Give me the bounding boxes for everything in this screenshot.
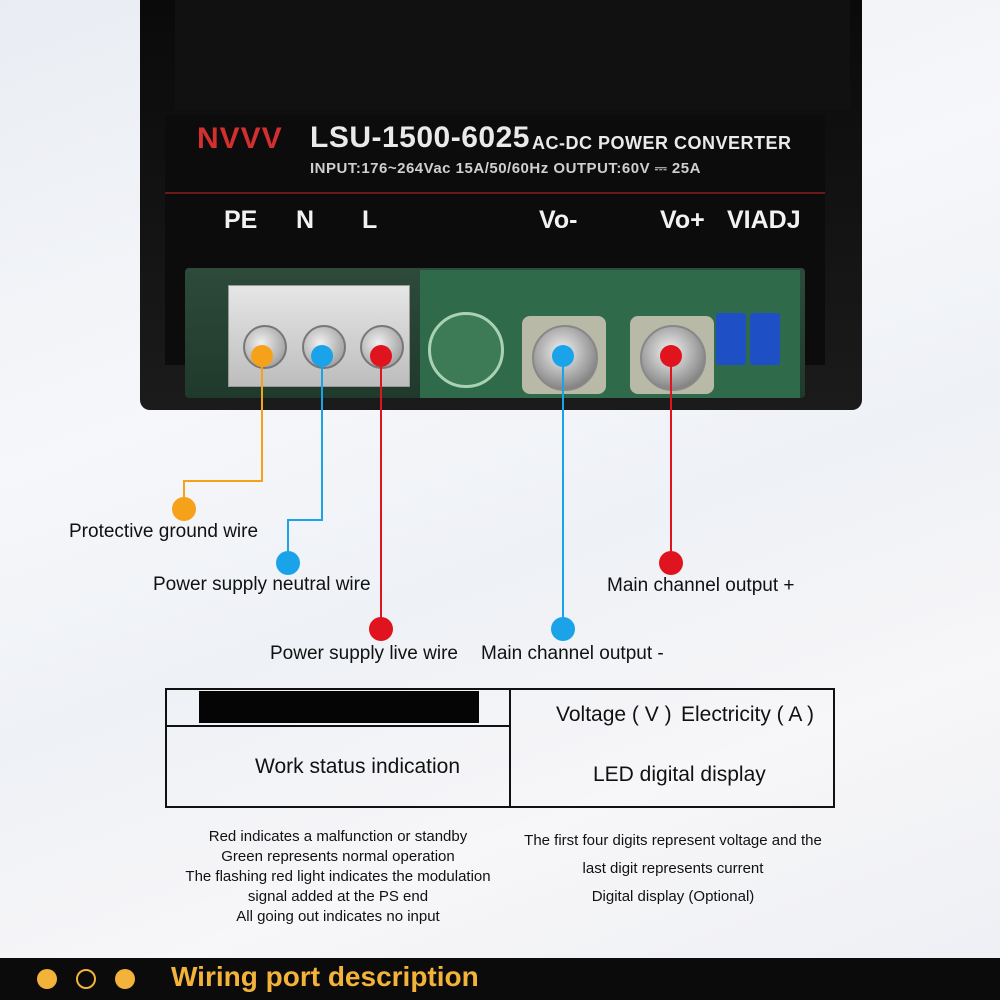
- neutral-wire-line: [287, 519, 323, 521]
- status-line: signal added at the PS end: [247, 888, 429, 905]
- ground-wire-line: [261, 366, 263, 481]
- status-line: Red indicates a malfunction or standby: [208, 828, 468, 845]
- live-wire-line: [380, 366, 382, 618]
- output-minus-callout-dot: [551, 617, 575, 641]
- potentiometer-voltage-icon: [716, 313, 746, 365]
- footer-title: Wiring port description: [171, 961, 479, 992]
- label-divider: [165, 192, 825, 194]
- vo-plus-marker-dot: [660, 345, 682, 367]
- footer-dot-icon: [37, 969, 57, 989]
- screw-n-icon: [302, 325, 346, 369]
- display-description: The first four digits represent voltage …: [511, 827, 835, 911]
- display-line: Digital display (Optional): [591, 888, 755, 905]
- n-marker-dot: [311, 345, 333, 367]
- live-callout-dot: [369, 617, 393, 641]
- output-minus-line: [562, 366, 564, 618]
- ground-wire-line: [183, 480, 185, 502]
- footer-dot-icon: [115, 969, 135, 989]
- terminal-label-vo-minus: Vo-: [539, 206, 578, 234]
- display-line: last digit represents current: [582, 860, 764, 877]
- output-plus-callout-dot: [659, 551, 683, 575]
- callout-protective-ground: Protective ground wire: [69, 521, 259, 542]
- ground-wire-line: [183, 480, 263, 482]
- status-cell: [165, 688, 511, 808]
- voltage-header: Voltage ( V ): [556, 703, 672, 726]
- output-plus-line: [670, 366, 672, 552]
- current-header: Electricity ( A ): [681, 703, 815, 726]
- footer-bar: [0, 958, 1000, 1000]
- callout-neutral: Power supply neutral wire: [153, 574, 371, 595]
- status-line: The flashing red light indicates the mod…: [185, 868, 491, 885]
- neutral-wire-line: [321, 366, 323, 520]
- callout-output-minus: Main channel output -: [481, 643, 664, 664]
- capacitor-icon: [428, 312, 504, 388]
- brand-logo: NVVV: [197, 122, 283, 155]
- vo-minus-marker-dot: [552, 345, 574, 367]
- terminal-label-vo-plus: Vo+: [660, 206, 705, 234]
- terminal-label-viadj: VIADJ: [727, 206, 801, 234]
- table-row-divider: [165, 725, 511, 727]
- status-description: Red indicates a malfunction or standby G…: [165, 827, 511, 927]
- footer-ring-icon: [76, 969, 96, 989]
- model-number: LSU-1500-6025: [310, 121, 530, 154]
- terminal-label-pe: PE: [224, 206, 258, 234]
- l-marker-dot: [370, 345, 392, 367]
- status-line: All going out indicates no input: [236, 908, 440, 925]
- display-line: The first four digits represent voltage …: [524, 832, 822, 849]
- callout-output-plus: Main channel output +: [607, 575, 795, 596]
- terminal-label-l: L: [362, 206, 378, 234]
- neutral-wire-line: [287, 519, 289, 557]
- terminal-label-n: N: [296, 206, 315, 234]
- model-description: AC-DC POWER CONVERTER: [532, 133, 792, 153]
- callout-live: Power supply live wire: [270, 643, 458, 664]
- neutral-callout-dot: [276, 551, 300, 575]
- pe-marker-dot: [251, 345, 273, 367]
- spec-line: INPUT:176~264Vac 15A/50/60Hz OUTPUT:60V …: [310, 160, 701, 177]
- led-display-label: LED digital display: [593, 763, 766, 786]
- status-line: Green represents normal operation: [221, 848, 455, 865]
- ground-callout-dot: [172, 497, 196, 521]
- info-table: [165, 688, 835, 808]
- device-top-panel: [175, 0, 850, 110]
- potentiometer-current-icon: [750, 313, 780, 365]
- status-indicator-bar: [199, 691, 479, 723]
- work-status-label: Work status indication: [255, 755, 461, 778]
